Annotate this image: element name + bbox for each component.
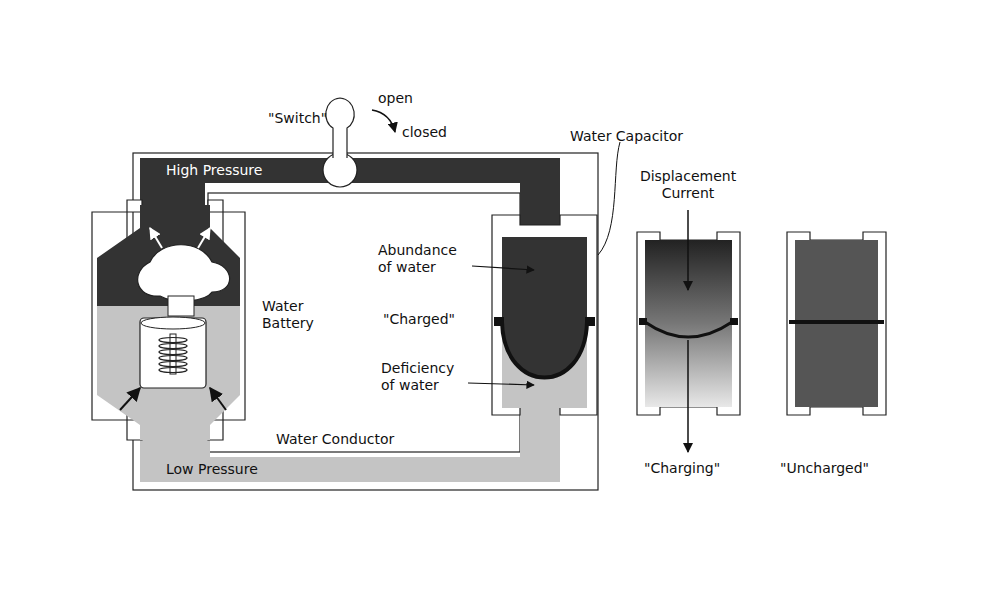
text-label: Displacement Current bbox=[628, 168, 748, 202]
text-label: Deficiency of water bbox=[381, 360, 471, 394]
text-label: "Charged" bbox=[383, 311, 483, 328]
leader-line bbox=[598, 142, 620, 255]
text-label: Water Battery bbox=[262, 298, 342, 332]
text-label: open bbox=[378, 90, 428, 107]
text-label: Low Pressure bbox=[166, 461, 296, 478]
uncharged-capacitor bbox=[787, 232, 886, 415]
text-label: Water Conductor bbox=[276, 431, 426, 448]
text-label: "Switch" bbox=[268, 110, 338, 127]
leader-arrow bbox=[468, 383, 534, 385]
water-battery bbox=[92, 200, 245, 440]
text-label: "Uncharged" bbox=[780, 460, 900, 477]
charging-capacitor bbox=[637, 210, 740, 452]
text-label: Abundance of water bbox=[378, 242, 474, 276]
text-label: High Pressure bbox=[166, 162, 296, 179]
text-label: closed bbox=[402, 124, 462, 141]
low-pressure-water bbox=[520, 405, 560, 482]
water-capacitor bbox=[492, 215, 597, 415]
text-label: Water Capacitor bbox=[570, 128, 710, 145]
pipe-inner-wall bbox=[208, 193, 520, 452]
text-label: "Charging" bbox=[644, 460, 744, 477]
switch-valve bbox=[323, 98, 395, 187]
leader-arrow bbox=[472, 266, 534, 270]
